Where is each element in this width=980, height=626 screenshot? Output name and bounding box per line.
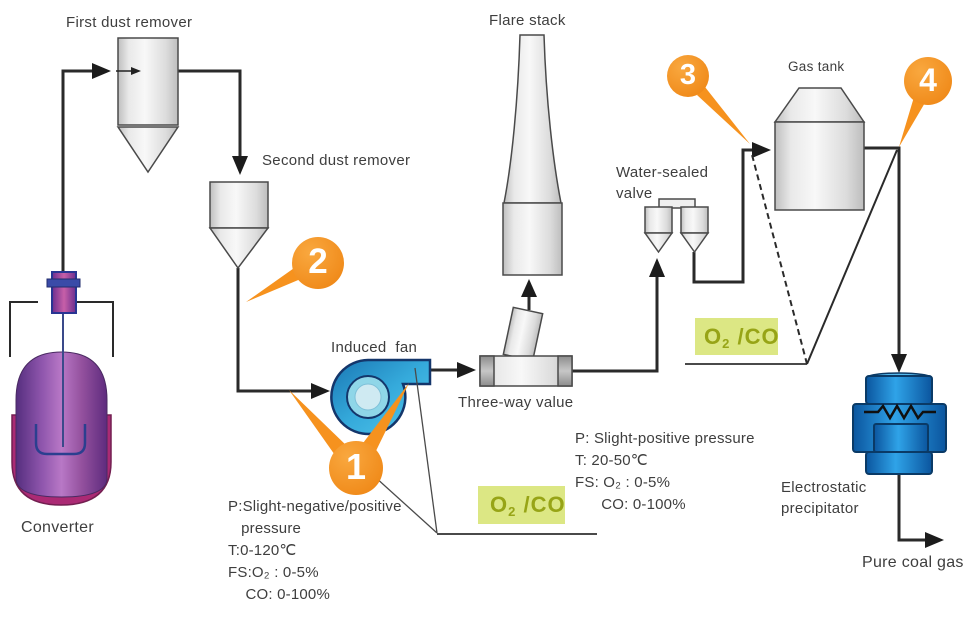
label-second-dust-remover: Second dust remover bbox=[262, 152, 411, 169]
marker-1: 1 bbox=[345, 446, 367, 488]
label-converter: Converter bbox=[21, 519, 94, 536]
converter-icon bbox=[9, 271, 114, 506]
callout-lines bbox=[373, 149, 898, 535]
label-water-sealed-valve: Water-sealed valve bbox=[616, 164, 709, 202]
marker-3-circle bbox=[667, 55, 709, 97]
marker-2-circle bbox=[292, 237, 344, 289]
marker-badges bbox=[246, 55, 952, 495]
notes-tank-conditions: P: Slight-positive pressure T: 20-50℃ FS… bbox=[575, 430, 755, 513]
flare-stack-icon bbox=[502, 34, 563, 276]
first-dust-remover-inlet-arrow-icon bbox=[116, 67, 141, 75]
first-dust-remover-icon bbox=[116, 37, 180, 174]
gas-sample-label-right: O2 /CO bbox=[704, 324, 780, 351]
gas-sample-label-left: O2 /CO bbox=[490, 492, 566, 519]
label-three-way-valve: Three-way value bbox=[458, 394, 574, 411]
label-gas-tank: Gas tank bbox=[788, 59, 845, 74]
gas-tank-icon bbox=[773, 87, 866, 211]
marker-4-circle bbox=[904, 57, 952, 105]
gas-sample-box-right bbox=[695, 318, 778, 355]
marker-3: 3 bbox=[679, 58, 697, 91]
label-induced-fan: Induced fan bbox=[331, 339, 418, 356]
marker-1-circle bbox=[329, 441, 383, 495]
three-way-valve-icon bbox=[479, 306, 573, 387]
label-electrostatic-precipitator: Electrostatic precipitator bbox=[781, 479, 867, 517]
label-flare-stack: Flare stack bbox=[489, 12, 566, 29]
notes-fan-conditions: P:Slight-negative/positive pressure T:0-… bbox=[228, 498, 402, 603]
marker-4: 4 bbox=[919, 61, 937, 98]
electrostatic-precipitator-icon bbox=[852, 372, 947, 475]
gas-sample-box-left bbox=[478, 486, 565, 524]
arrowheads bbox=[92, 63, 944, 548]
pipe-lines bbox=[61, 69, 925, 542]
label-pure-coal-gas: Pure coal gas bbox=[862, 554, 964, 571]
induced-fan-icon bbox=[330, 358, 432, 436]
marker-2: 2 bbox=[308, 242, 328, 282]
label-first-dust-remover: First dust remover bbox=[66, 14, 193, 31]
second-dust-remover-icon bbox=[208, 181, 270, 270]
water-sealed-valve-icon bbox=[643, 198, 710, 254]
